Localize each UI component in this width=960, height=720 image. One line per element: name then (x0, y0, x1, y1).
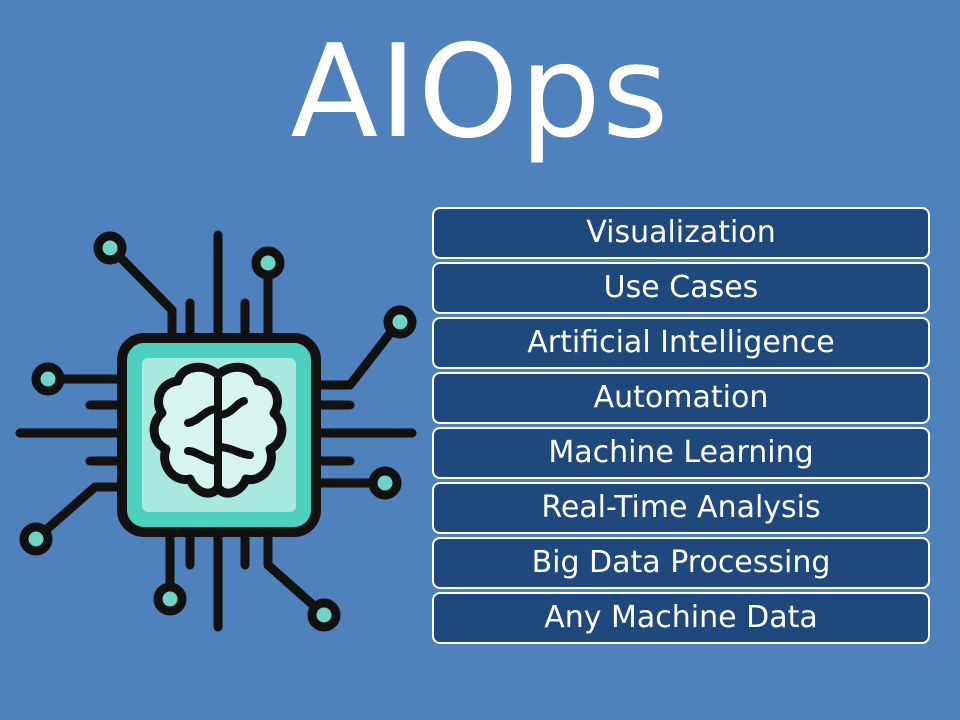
layer-visualization: Visualization (432, 207, 930, 259)
layer-artificial-intelligence: Artificial Intelligence (432, 317, 930, 369)
layer-real-time-analysis: Real-Time Analysis (432, 482, 930, 534)
ai-chip-brain-icon (10, 225, 430, 645)
page-title: AIOps (290, 18, 670, 167)
aiops-layer-stack: Visualization Use Cases Artificial Intel… (432, 207, 930, 647)
layer-automation: Automation (432, 372, 930, 424)
layer-use-cases: Use Cases (432, 262, 930, 314)
layer-any-machine-data: Any Machine Data (432, 592, 930, 644)
layer-machine-learning: Machine Learning (432, 427, 930, 479)
layer-big-data-processing: Big Data Processing (432, 537, 930, 589)
